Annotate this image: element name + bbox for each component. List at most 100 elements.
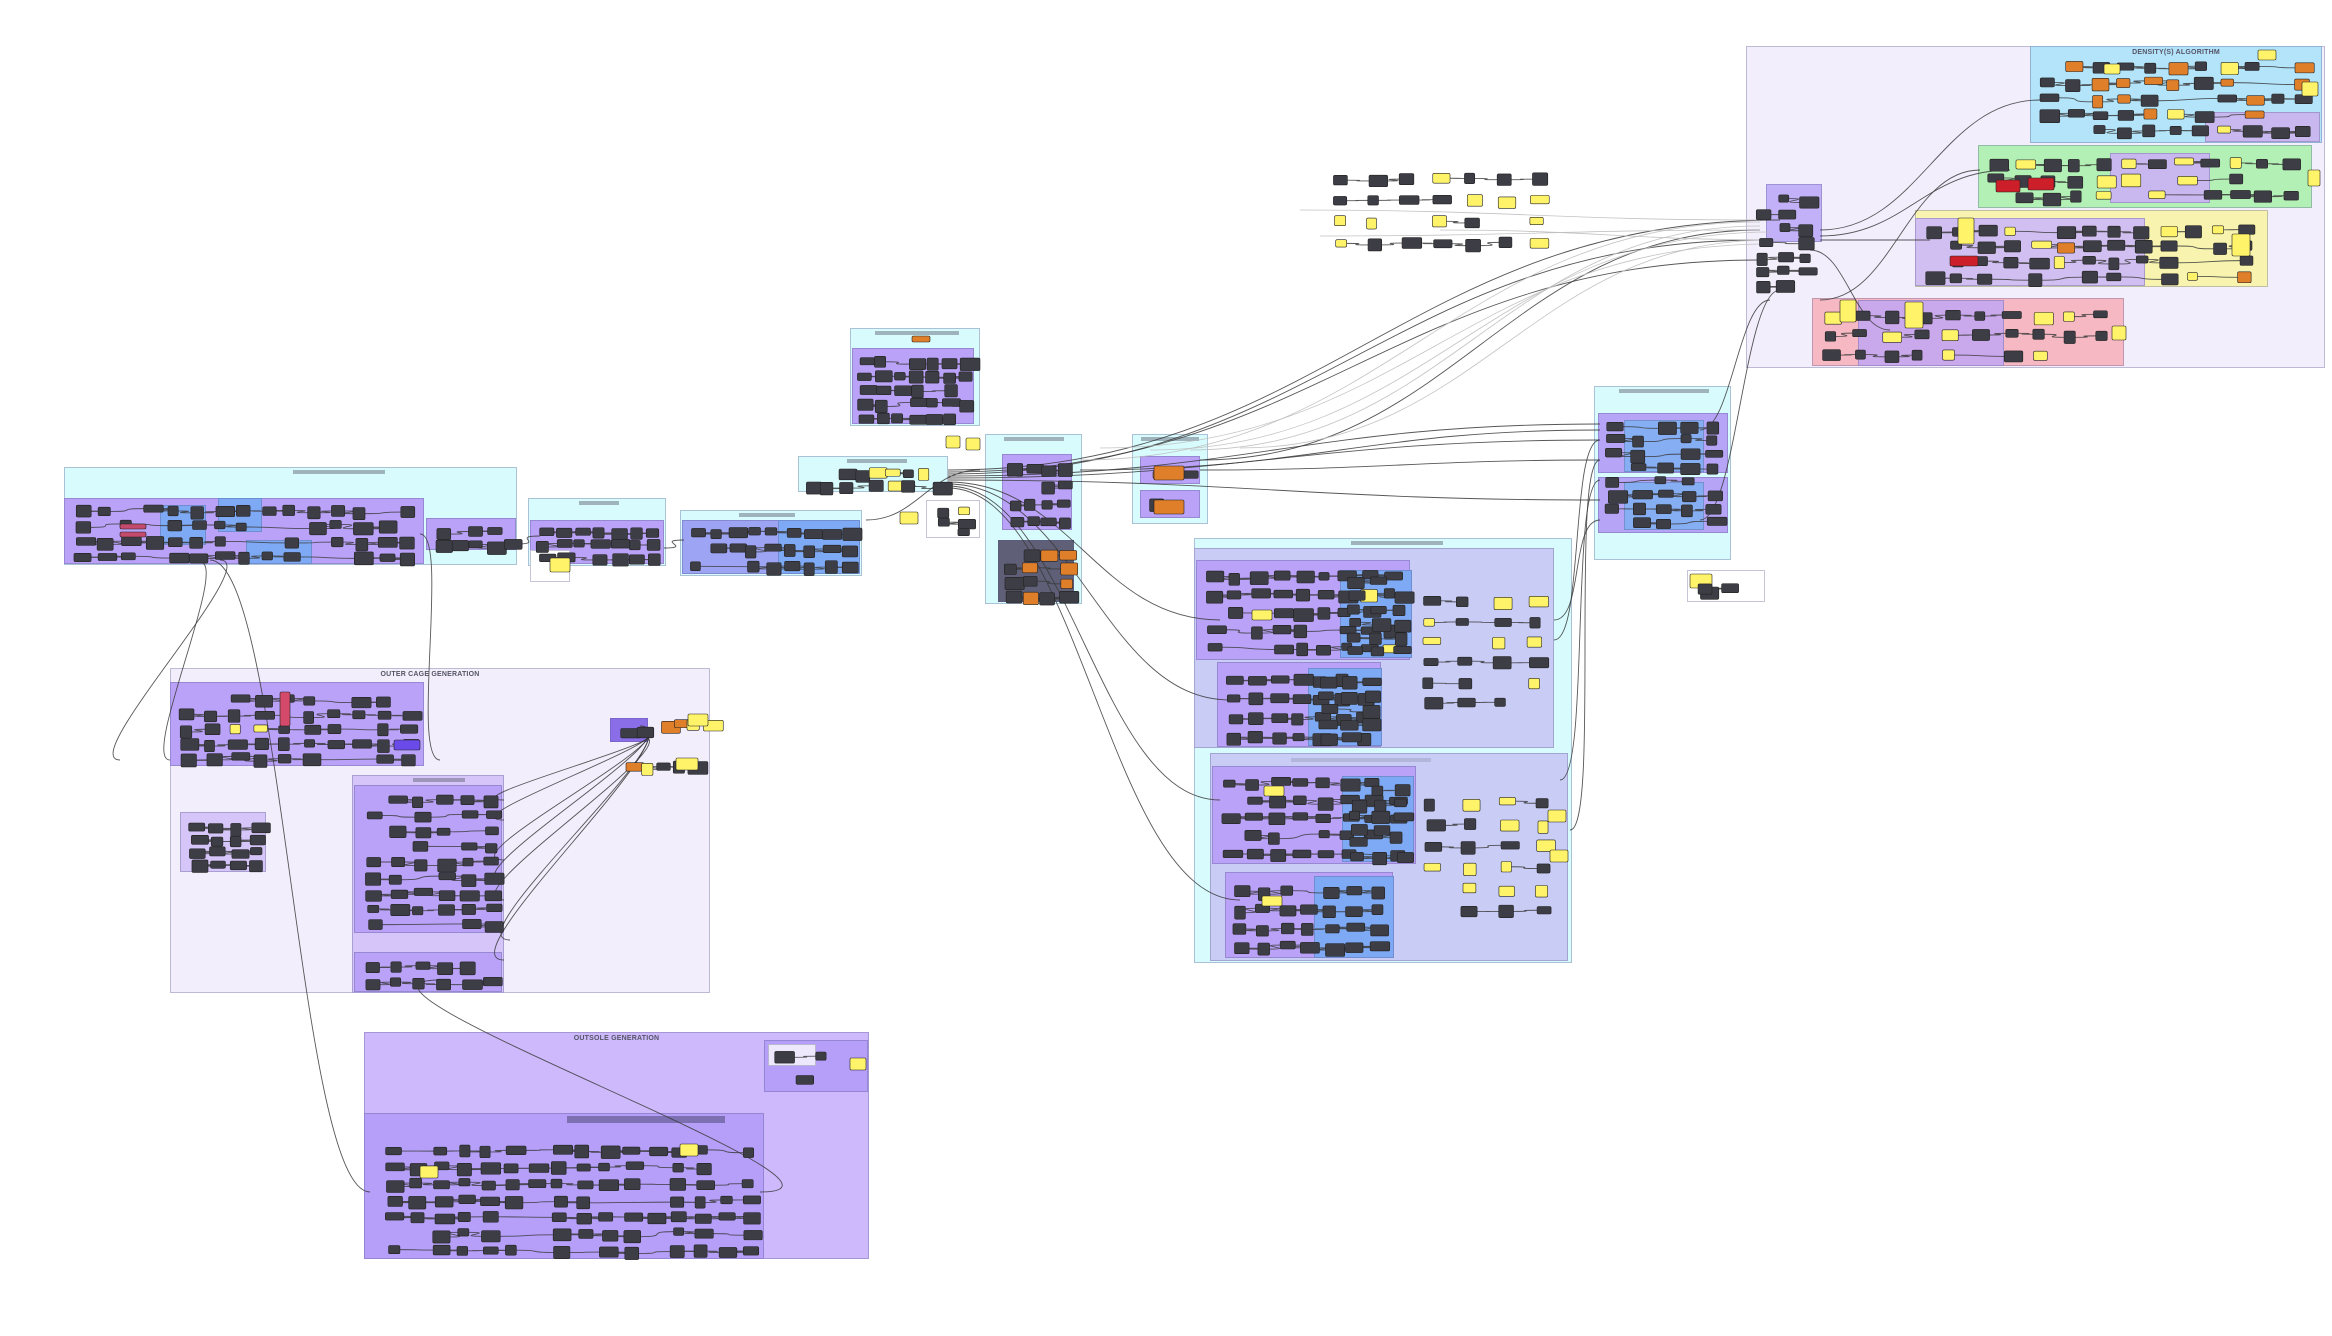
component-node[interactable] (1657, 462, 1674, 474)
component-node[interactable] (1060, 578, 1073, 589)
component-node[interactable] (876, 385, 892, 396)
component-node[interactable] (227, 739, 248, 750)
component-node[interactable] (628, 554, 645, 565)
component-node[interactable] (214, 536, 226, 547)
component-node[interactable] (214, 520, 226, 530)
component-node[interactable] (550, 1161, 567, 1175)
component-node[interactable] (742, 1195, 761, 1205)
component-node[interactable] (389, 977, 402, 987)
component-node[interactable] (180, 738, 200, 751)
component-node[interactable] (1536, 906, 1552, 915)
component-node[interactable] (1978, 224, 1998, 237)
component-node[interactable] (784, 561, 801, 572)
component-node[interactable] (1371, 886, 1386, 900)
panel-node[interactable] (1462, 799, 1481, 812)
component-node[interactable] (1697, 583, 1713, 595)
component-node[interactable] (696, 1180, 715, 1190)
panel-node[interactable] (1882, 331, 1902, 343)
component-node[interactable] (1399, 195, 1420, 205)
component-node[interactable] (673, 1227, 685, 1236)
component-node[interactable] (926, 357, 939, 371)
component-node[interactable] (2144, 76, 2163, 85)
component-node[interactable] (2193, 76, 2214, 90)
component-node[interactable] (412, 906, 424, 916)
component-node[interactable] (2140, 94, 2159, 107)
component-node[interactable] (1654, 476, 1667, 485)
component-node[interactable] (1707, 490, 1723, 502)
component-node[interactable] (2028, 273, 2043, 287)
panel-node[interactable] (1466, 194, 1483, 207)
component-node[interactable] (2093, 125, 2106, 134)
component-node[interactable] (97, 506, 111, 516)
component-node[interactable] (355, 537, 369, 552)
component-node[interactable] (254, 737, 269, 750)
component-node[interactable] (1433, 239, 1453, 249)
component-node[interactable] (1346, 632, 1361, 643)
component-node[interactable] (262, 506, 277, 516)
component-node[interactable] (2135, 255, 2149, 264)
component-node[interactable] (554, 1195, 568, 1208)
component-node[interactable] (1248, 676, 1267, 686)
component-node[interactable] (327, 709, 341, 719)
component-node[interactable] (2065, 79, 2081, 92)
component-node[interactable] (229, 835, 242, 848)
component-node[interactable] (1426, 819, 1446, 832)
component-node[interactable] (437, 962, 454, 975)
component-node[interactable] (456, 1246, 468, 1256)
component-node[interactable] (909, 358, 927, 370)
component-node[interactable] (1318, 719, 1338, 730)
component-node[interactable] (479, 1145, 491, 1159)
component-node[interactable] (434, 1213, 456, 1225)
component-node[interactable] (2237, 271, 2252, 284)
component-node[interactable] (386, 1180, 405, 1193)
component-node[interactable] (1756, 267, 1770, 278)
component-node[interactable] (1885, 310, 1900, 325)
component-node[interactable] (1349, 810, 1361, 820)
component-node[interactable] (432, 1244, 451, 1256)
component-node[interactable] (690, 561, 701, 572)
component-node[interactable] (1317, 607, 1331, 620)
component-node[interactable] (1630, 449, 1646, 464)
preview-node[interactable] (1153, 499, 1185, 515)
component-node[interactable] (598, 1212, 614, 1222)
component-node[interactable] (1368, 174, 1388, 188)
component-node[interactable] (2065, 61, 2084, 72)
component-node[interactable] (766, 562, 782, 576)
component-node[interactable] (1460, 906, 1478, 918)
panel-node[interactable] (2015, 159, 2036, 170)
panel-node[interactable] (1549, 849, 1569, 863)
component-node[interactable] (783, 544, 796, 557)
component-node[interactable] (1244, 812, 1263, 821)
component-node[interactable] (1632, 490, 1653, 500)
component-node[interactable] (1706, 435, 1718, 446)
component-node[interactable] (1392, 604, 1406, 617)
component-node[interactable] (842, 527, 863, 541)
component-node[interactable] (504, 1196, 524, 1210)
component-node[interactable] (2143, 108, 2158, 120)
component-node[interactable] (254, 710, 275, 720)
component-node[interactable] (1949, 273, 1962, 284)
component-node[interactable] (1536, 863, 1551, 874)
component-node[interactable] (577, 1180, 594, 1190)
component-node[interactable] (1458, 678, 1473, 690)
component-node[interactable] (353, 522, 374, 536)
component-node[interactable] (1633, 517, 1651, 529)
panel-node[interactable] (1423, 618, 1435, 627)
component-node[interactable] (1027, 516, 1040, 527)
component-node[interactable] (741, 1179, 754, 1189)
component-node[interactable] (803, 562, 815, 576)
component-node[interactable] (304, 724, 322, 735)
component-node[interactable] (1606, 433, 1626, 443)
component-node[interactable] (227, 709, 241, 723)
component-node[interactable] (1257, 942, 1270, 956)
component-node[interactable] (622, 1146, 641, 1155)
component-node[interactable] (1057, 463, 1073, 477)
component-node[interactable] (1060, 562, 1078, 576)
component-node[interactable] (2220, 78, 2234, 87)
component-node[interactable] (2294, 125, 2311, 137)
component-node[interactable] (1323, 886, 1340, 899)
component-node[interactable] (943, 413, 957, 426)
panel-node[interactable] (1422, 637, 1442, 645)
component-node[interactable] (1251, 588, 1271, 599)
